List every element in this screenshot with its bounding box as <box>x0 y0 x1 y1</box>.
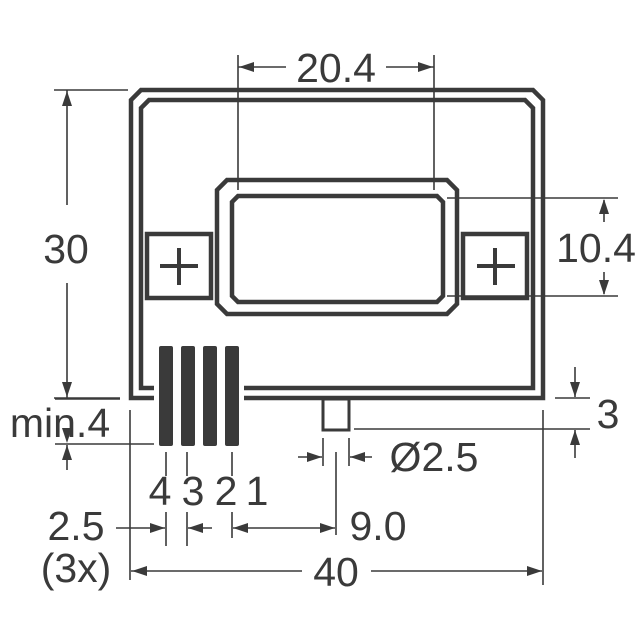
right-mount-box <box>460 231 530 301</box>
aperture-inner <box>229 193 446 305</box>
label-peg-height: 3 <box>597 391 620 437</box>
pins <box>154 346 244 446</box>
label-aperture-height: 10.4 <box>556 225 636 271</box>
label-pin1-to-peg: 9.0 <box>350 503 407 549</box>
label-pin-pitch-count: (3x) <box>41 545 112 591</box>
plus-icon <box>160 248 198 285</box>
pin-label-4: 4 <box>149 468 172 514</box>
dim-peg-diameter <box>298 438 372 466</box>
dim-body-height <box>54 89 128 399</box>
pin-label-1: 1 <box>246 468 269 514</box>
locating-peg <box>321 397 351 432</box>
aperture-outer <box>214 177 460 317</box>
body-inner-outline <box>138 97 536 391</box>
dim-pin-pitch <box>116 523 212 533</box>
dim-body-width <box>131 410 544 585</box>
body-outer-outline <box>128 87 546 401</box>
pin-2 <box>203 346 217 446</box>
dim-pin1-to-peg <box>233 452 337 535</box>
pin-1 <box>225 346 239 446</box>
pin-3 <box>181 346 195 446</box>
pin-4 <box>159 346 173 446</box>
label-peg-diameter: Ø2.5 <box>390 434 479 480</box>
plus-icon <box>477 248 515 285</box>
pin-label-3: 3 <box>182 468 205 514</box>
label-aperture-width: 20.4 <box>296 45 376 91</box>
dim-aperture-width <box>237 55 435 190</box>
left-mount-box <box>144 231 214 301</box>
dim-peg-height <box>354 367 590 458</box>
dim-aperture-height <box>447 197 618 297</box>
dim-pin-length <box>55 398 154 580</box>
label-pin-pitch: 2.5 <box>48 503 105 549</box>
pin-label-2: 2 <box>215 468 238 514</box>
label-body-height: 30 <box>43 226 89 272</box>
label-body-width: 40 <box>313 549 359 595</box>
label-pin-length: min.4 <box>10 400 110 446</box>
pin-extension-lines <box>165 452 233 546</box>
